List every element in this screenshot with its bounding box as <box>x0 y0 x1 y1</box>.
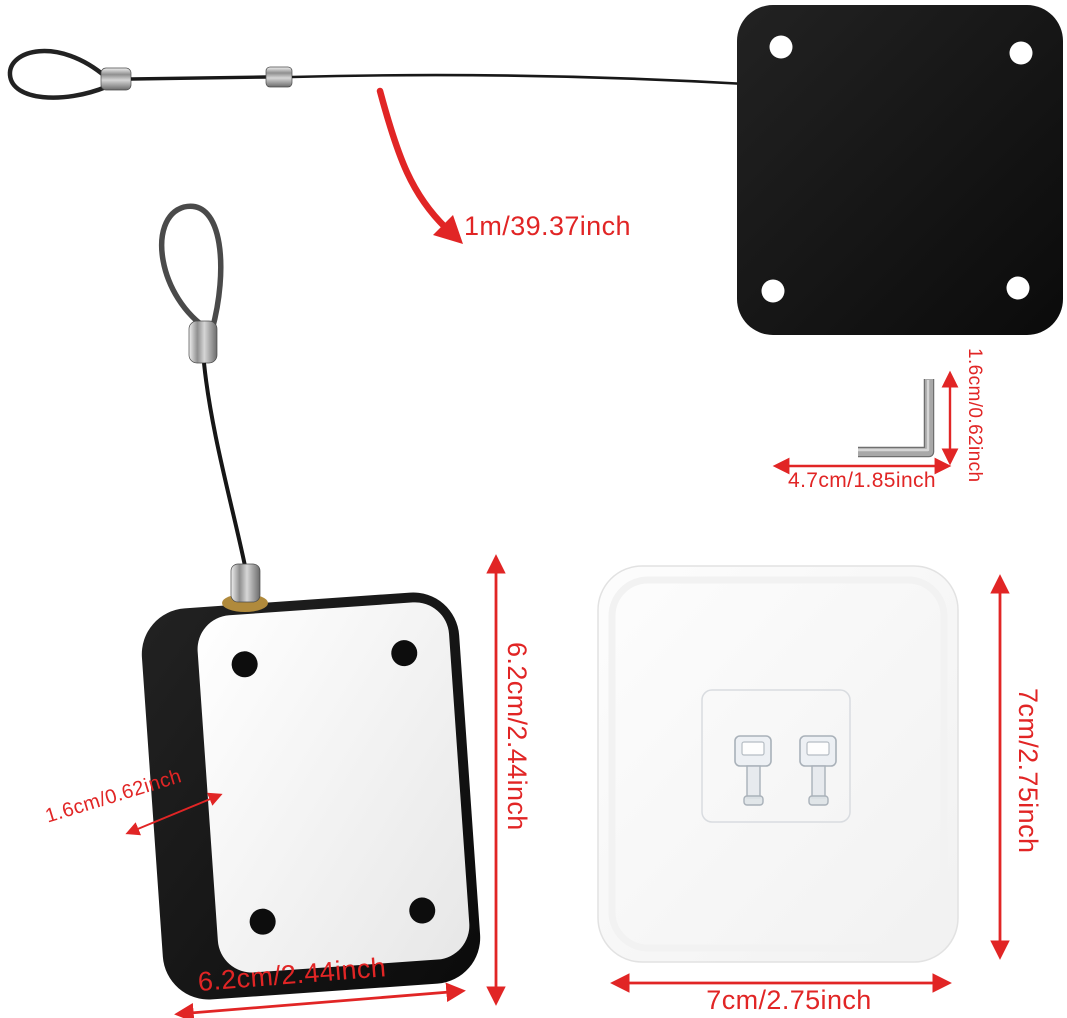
adhesive-plate-body <box>597 565 959 963</box>
adhesive-hook-plate <box>597 565 959 963</box>
adhesive-hook <box>799 735 837 806</box>
wire-stopper-bead <box>265 66 293 88</box>
adhesive-hook <box>734 735 772 806</box>
adhesive-plate-inner-edge <box>608 576 948 952</box>
wire-long-segment <box>291 73 747 86</box>
wire-ferrule <box>100 67 132 91</box>
wire-rope-with-loop <box>7 48 747 100</box>
screw-hole <box>761 279 785 303</box>
screw-hole <box>1006 276 1030 300</box>
wire-segment <box>130 75 268 81</box>
screw-hole <box>769 35 793 59</box>
hex-key <box>858 379 935 458</box>
closer-height-label: 6.2cm/2.44inch <box>502 642 532 831</box>
wire-outlet-cap <box>230 563 261 603</box>
plate-width-label: 7cm/2.75inch <box>706 985 872 1015</box>
wire-length-label: 1m/39.37inch <box>464 211 631 241</box>
screw-hole <box>231 651 258 678</box>
hook-base-outline <box>701 689 851 823</box>
door-closer-device <box>141 563 481 1000</box>
mounting-plate <box>737 5 1063 335</box>
screw-hole <box>249 908 276 935</box>
mounting-plate-body <box>737 5 1063 335</box>
wire-segment <box>202 362 247 567</box>
closer-width-dimension-arrow <box>174 982 466 1018</box>
wire-length-arrow <box>376 87 463 244</box>
closer-depth-dimension-arrow <box>125 792 223 836</box>
screw-hole <box>409 897 436 924</box>
wire-loop <box>7 48 108 100</box>
plate-height-label: 7cm/2.75inch <box>1013 688 1043 854</box>
wire-ferrule <box>188 320 218 364</box>
screw-hole <box>1009 41 1033 65</box>
closer-wire-loop <box>159 203 247 567</box>
hex-key-height-label: 1.6cm/0.62inch <box>964 348 985 483</box>
wire-loop <box>159 203 224 333</box>
closer-front-face <box>197 602 470 973</box>
screw-hole <box>391 640 418 667</box>
hex-key-length-label: 4.7cm/1.85inch <box>787 469 937 492</box>
